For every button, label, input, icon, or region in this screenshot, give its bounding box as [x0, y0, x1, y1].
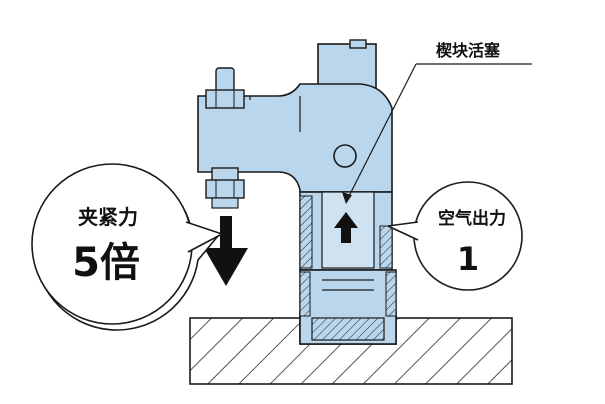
- clamp-force-callout: [31, 163, 223, 331]
- clamp-force-value: 5倍: [72, 240, 140, 286]
- air-output-title: 空气出力: [438, 208, 506, 229]
- clamp-force-title: 夹紧力: [78, 205, 138, 229]
- wedge-piston-leader: [342, 63, 532, 204]
- clamp-force-arrow: [204, 216, 248, 286]
- piston-up-arrow: [334, 212, 358, 243]
- clamp-bolt: [205, 67, 245, 209]
- air-output-callout: [387, 181, 523, 291]
- wedge-piston-label: 楔块活塞: [436, 41, 501, 60]
- air-output-value: 1: [457, 240, 479, 278]
